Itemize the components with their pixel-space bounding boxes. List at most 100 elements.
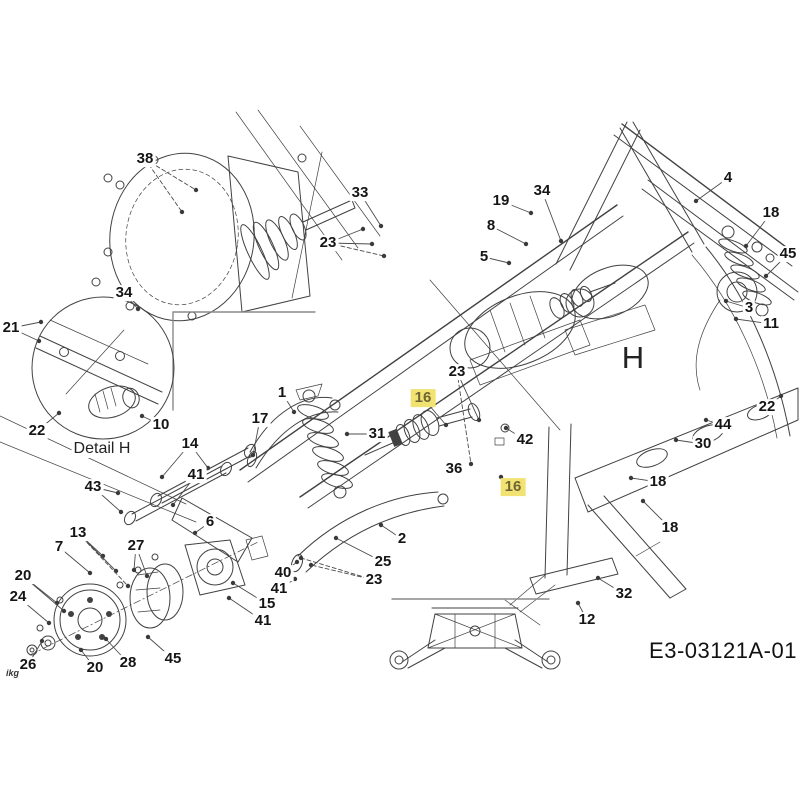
leader-dot-23: [298, 555, 304, 561]
leader-dot-28: [103, 636, 109, 642]
shock-absorber-left-31: [295, 383, 353, 499]
leader-dot-34: [558, 238, 564, 244]
leader-dot-23: [369, 241, 375, 247]
leader-line-38: [144, 158, 183, 213]
leader-dot-23: [308, 562, 314, 568]
detail-h-caption: Detail H: [71, 440, 133, 458]
leader-dot-18: [628, 475, 634, 481]
part-callout-5-38: 5: [477, 248, 491, 266]
leader-dot-45: [763, 273, 769, 279]
leader-dot-34: [135, 306, 141, 312]
leader-dot-14: [159, 474, 165, 480]
part-callout-12-50: 12: [576, 611, 598, 629]
leader-dot-3: [723, 298, 729, 304]
leader-dot-45: [145, 634, 151, 640]
leader-dot-11: [733, 316, 739, 322]
shock-absorber-right: [718, 225, 772, 317]
hub-exploded-assembly: [26, 535, 269, 657]
leader-dot-16: [443, 422, 449, 428]
leader-line-34: [541, 190, 562, 242]
part-callout-23-34: 23: [363, 571, 385, 589]
leader-dot-13: [113, 568, 119, 574]
section-h-letter: H: [621, 340, 645, 375]
leader-dot-41: [170, 502, 176, 508]
part-callout-10-6: 10: [150, 416, 172, 434]
part-callout-27-13: 27: [125, 537, 147, 555]
part-callout-7-12: 7: [52, 538, 66, 556]
leader-dot-2: [378, 522, 384, 528]
leader-line-23: [456, 371, 472, 465]
leader-dot-43: [115, 490, 121, 496]
part-callout-20-17: 20: [84, 659, 106, 677]
leader-dot-44: [703, 417, 709, 423]
part-callout-23-27: 23: [446, 363, 468, 381]
part-callout-30-46: 30: [692, 435, 714, 453]
part-callout-2-32: 2: [395, 530, 409, 548]
leader-dot-16: [498, 474, 504, 480]
leader-dot-23: [468, 461, 474, 467]
leader-dot-33: [378, 223, 384, 229]
part-callout-8-37: 8: [484, 217, 498, 235]
leader-dot-4: [693, 198, 699, 204]
leader-dot-31: [344, 431, 350, 437]
leader-dot-18: [640, 498, 646, 504]
leader-dot-13: [125, 583, 131, 589]
part-callout-11-43: 11: [761, 315, 781, 333]
part-callout-40-20: 40: [272, 564, 294, 582]
leader-dot-30: [673, 437, 679, 443]
part-callout-18-40: 18: [760, 204, 782, 222]
leader-dot-21: [38, 319, 44, 325]
part-callout-38-0: 38: [134, 150, 156, 168]
part-callout-41-8: 41: [185, 466, 207, 484]
leader-dot-38: [193, 187, 199, 193]
leader-dot-22: [56, 410, 62, 416]
part-callout-32-49: 32: [613, 585, 635, 603]
leader-dot-41: [292, 576, 298, 582]
brake-axle-assembly-38: [91, 152, 356, 322]
leader-dot-14: [205, 465, 211, 471]
part-callout-45-19: 45: [162, 650, 184, 668]
leader-dot-18: [743, 243, 749, 249]
leader-dot-21: [36, 338, 42, 344]
leader-dot-22: [778, 393, 784, 399]
part-callout-31-26: 31: [366, 425, 388, 443]
part-callout-23-2: 23: [317, 234, 339, 252]
leader-dot-12: [575, 600, 581, 606]
part-callout-22-44: 22: [756, 398, 778, 416]
leader-dot-27: [144, 573, 150, 579]
detail-h-inset: [31, 296, 175, 440]
leader-dot-24: [46, 620, 52, 626]
part-callout-16-31: 16: [500, 478, 526, 496]
part-callout-18-48: 18: [659, 519, 681, 537]
part-callout-4-39: 4: [721, 169, 735, 187]
part-callout-34-3: 34: [113, 284, 135, 302]
divider-bracket: [172, 311, 316, 411]
overview-inset: [389, 598, 561, 670]
leader-dot-7: [87, 570, 93, 576]
main-frame-assembly: [0, 121, 799, 626]
leader-line-13: [77, 532, 129, 587]
part-callout-18-47: 18: [647, 473, 669, 491]
part-callout-33-1: 33: [349, 184, 371, 202]
leader-dot-20: [61, 608, 67, 614]
leader-dot-19: [528, 210, 534, 216]
part-callout-24-15: 24: [7, 588, 29, 606]
leader-layer: [10, 158, 789, 669]
tie-rods: [123, 443, 257, 526]
leader-dot-10: [139, 413, 145, 419]
leader-dot-38: [179, 209, 185, 215]
part-callout-45-41: 45: [777, 245, 799, 263]
part-callout-44-45: 44: [712, 416, 734, 434]
leader-line-23: [300, 557, 375, 581]
leader-dot-8: [523, 241, 529, 247]
part-callout-13-11: 13: [67, 524, 89, 542]
part-callout-43-9: 43: [82, 478, 104, 496]
part-callout-41-21: 41: [268, 580, 290, 598]
leader-dot-26: [39, 638, 45, 644]
leader-dot-17: [250, 452, 256, 458]
part-callout-19-35: 19: [490, 192, 512, 210]
leader-dot-40: [294, 559, 300, 565]
part-callout-17-25: 17: [249, 410, 271, 428]
